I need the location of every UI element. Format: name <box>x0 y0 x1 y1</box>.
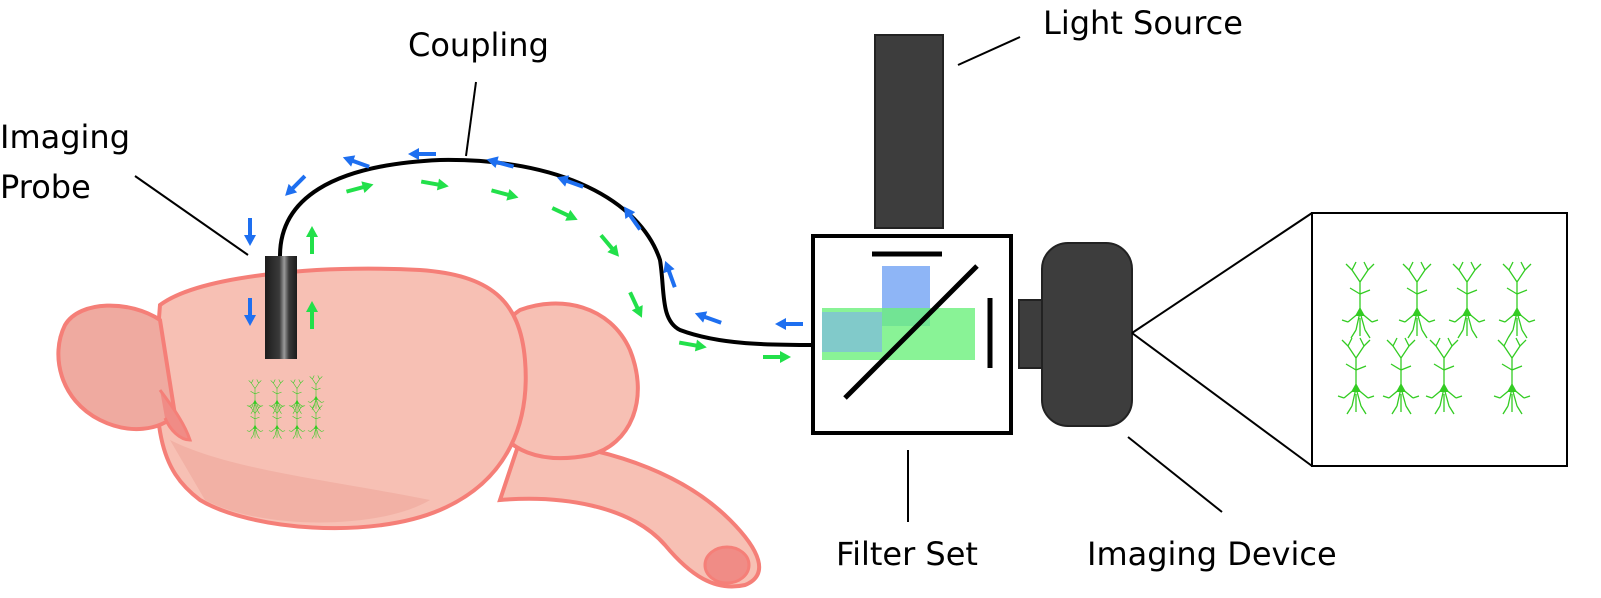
overlap-beam <box>822 312 882 352</box>
neuron <box>288 404 306 439</box>
emission-arrow <box>678 339 707 352</box>
light-source <box>874 34 944 229</box>
excitation-arrow <box>342 155 370 169</box>
camera-lens <box>1018 299 1046 369</box>
neuron <box>288 379 306 414</box>
brainstem-end <box>703 545 751 585</box>
filter-set-label: Filter Set <box>836 535 978 573</box>
imaging-device-label: Imaging Device <box>1087 535 1337 573</box>
neuron <box>246 404 264 439</box>
neuron <box>268 404 286 439</box>
brain <box>56 266 762 589</box>
excitation-arrow <box>244 218 256 246</box>
neuron <box>1382 337 1420 415</box>
neuron <box>1448 261 1486 339</box>
projection-line-top <box>1131 212 1313 334</box>
excitation-arrow <box>623 206 642 231</box>
excitation-arrow <box>775 318 803 330</box>
brain-neurons <box>246 375 325 439</box>
neuron <box>1337 337 1375 415</box>
neuron <box>1498 261 1536 339</box>
olfactory-bulb <box>56 303 178 432</box>
neuron <box>246 379 264 414</box>
imaging-probe-label-line2: Probe <box>0 168 91 206</box>
excitation-arrow <box>663 260 677 288</box>
coupling-label: Coupling <box>408 26 549 64</box>
camera-body <box>1041 242 1133 427</box>
excitation-arrow <box>244 298 256 326</box>
emission-arrow <box>551 206 578 221</box>
emission-arrow <box>306 226 318 254</box>
excitation-arrow <box>556 175 584 189</box>
emission-arrow <box>599 233 619 257</box>
emission-arrow <box>345 181 374 194</box>
imaging-device-leader <box>1127 436 1223 513</box>
cerebrum <box>154 266 528 531</box>
imaging-probe-leader <box>134 175 249 256</box>
emission-arrow <box>628 291 643 318</box>
neuron <box>307 404 325 439</box>
coupling-leader <box>465 81 477 157</box>
filter-set <box>811 234 1013 435</box>
projection-line-bottom <box>1131 332 1313 467</box>
emission-arrow <box>306 301 318 329</box>
imaging-device <box>1018 242 1133 427</box>
brain-fold <box>158 389 193 442</box>
emission-arrows <box>306 178 791 363</box>
emission-arrow <box>490 188 519 201</box>
excitation-arrow <box>408 148 436 160</box>
neuron <box>1425 337 1463 415</box>
neuron <box>1398 261 1436 339</box>
neuron <box>1493 337 1531 415</box>
light-source-leader <box>957 36 1021 66</box>
excitation-arrow <box>694 311 722 325</box>
brainstem <box>497 437 762 589</box>
excitation-arrows <box>244 148 803 330</box>
neuron <box>1341 261 1379 339</box>
imaging-probe-label-line1: Imaging <box>0 118 130 156</box>
light-source-label: Light Source <box>1043 4 1243 42</box>
dichroic-mirror <box>843 264 979 400</box>
cerebrum-shade <box>170 440 430 523</box>
image-neurons <box>1337 261 1536 415</box>
excitation-arrow <box>486 156 515 169</box>
emission-arrow <box>763 351 791 363</box>
emission-arrow <box>420 178 449 191</box>
neuron <box>268 379 286 414</box>
excitation-arrow <box>285 174 307 196</box>
imaging-probe <box>265 256 297 359</box>
